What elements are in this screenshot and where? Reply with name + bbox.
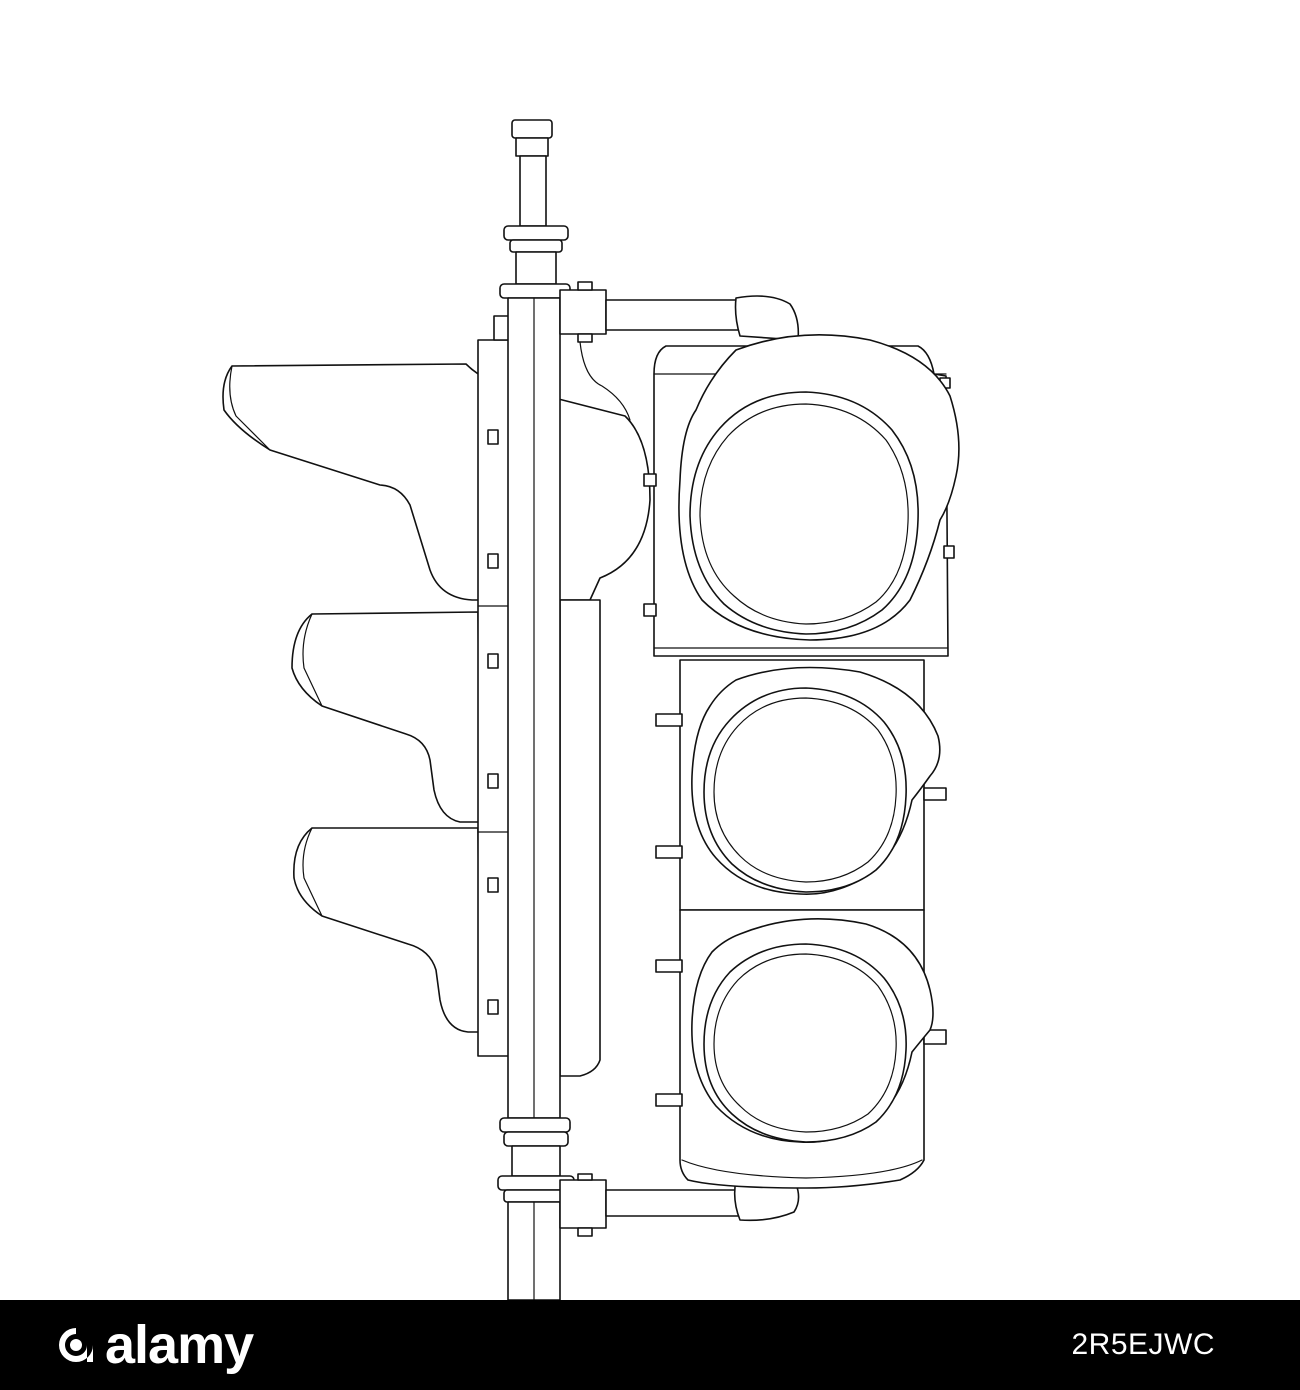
front-signal-bottom-module xyxy=(655,909,947,1189)
pole xyxy=(497,119,575,1300)
image-id-label: 2R5EJWC xyxy=(1071,1328,1215,1361)
traffic-light-line-drawing xyxy=(222,119,960,1300)
brand-logo: alamy xyxy=(55,1314,254,1376)
rear-signal-housing xyxy=(222,315,651,1077)
upper-bracket xyxy=(559,281,800,421)
lower-bracket xyxy=(559,1173,800,1237)
front-signal-middle-module xyxy=(655,659,947,911)
brand-name: alamy xyxy=(105,1315,254,1375)
alamy-logo-mark-icon xyxy=(59,1328,93,1362)
front-signal-top-module xyxy=(643,334,960,657)
watermark-footer-bar: alamy 2R5EJWC xyxy=(0,1300,1300,1390)
